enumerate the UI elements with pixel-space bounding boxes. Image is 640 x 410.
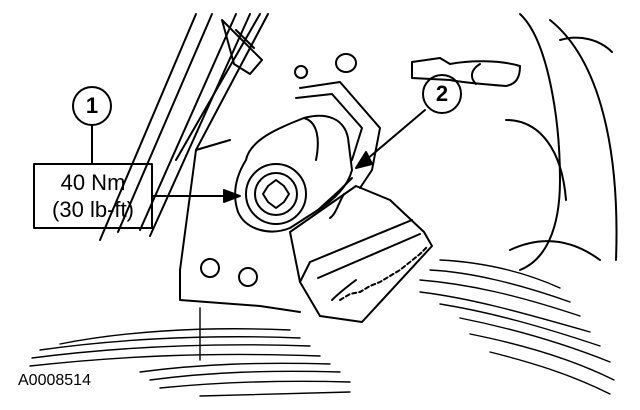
anchor-bracket [179, 81, 381, 313]
figure-id: A0008514 [18, 372, 91, 389]
torque-spec: 40 Nm (30 lb-ft) [34, 164, 152, 228]
callout-circle-1 [72, 86, 112, 126]
callout-circle-2 [422, 74, 462, 114]
callout-number-2: 2 [435, 81, 449, 106]
torque-imperial: (30 lb-ft) [52, 197, 134, 222]
anchor-bolt [245, 163, 307, 225]
anchor-plate [234, 114, 353, 233]
seatbelt-webbing [289, 185, 433, 323]
seat-cushion-outline [411, 13, 618, 271]
mounting-holes-upper [200, 53, 357, 287]
leader-lines [91, 109, 426, 197]
callout-number-1: 1 [85, 93, 99, 118]
torque-metric: 40 Nm [60, 170, 126, 195]
torque-spec-box [33, 163, 153, 229]
pillar-trim-lines [99, 13, 269, 241]
carpet-hatching [29, 259, 615, 397]
arrowhead-1 [223, 189, 241, 203]
arrowhead-2 [355, 151, 373, 169]
